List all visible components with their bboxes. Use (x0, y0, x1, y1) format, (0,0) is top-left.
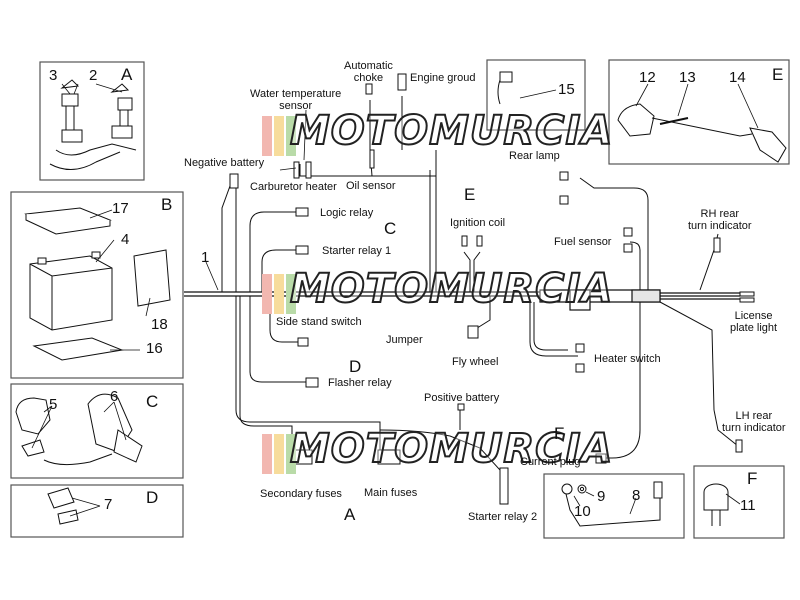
inset-frames (10, 59, 790, 539)
part-number-13: 13 (679, 69, 696, 86)
main-harness (184, 289, 740, 311)
part-number-18: 18 (151, 316, 168, 333)
label-oil-sensor: Oil sensor (346, 180, 396, 192)
part-number-10: 10 (574, 503, 591, 520)
section-letter-f-inset: F (747, 469, 758, 488)
part-number-11: 11 (740, 497, 756, 514)
leader-lines (31, 83, 759, 517)
section-letter-a-main: A (344, 505, 356, 524)
watermark-bars (262, 116, 296, 474)
part-number-5: 5 (49, 396, 58, 413)
part-number-8: 8 (632, 487, 641, 504)
inset-cd-parts (15, 393, 143, 525)
inset-a-parts (49, 79, 137, 170)
watermark-text-middle: MOTOMURCIA (289, 265, 614, 313)
part-number-16: 16 (146, 340, 163, 357)
section-letter-e-main: E (464, 185, 476, 204)
label-rh-rear-turn-indicator: RH rear turn indicator (688, 208, 752, 232)
label-main-fuses: Main fuses (364, 487, 418, 499)
inset-box-e (608, 59, 790, 165)
section-letter-d-main: D (349, 357, 362, 376)
inset-f-parts (497, 71, 729, 527)
inset-e-parts (617, 103, 787, 163)
label-secondary-fuses: Secondary fuses (260, 488, 342, 500)
label-rear-lamp: Rear lamp (509, 150, 560, 162)
branch-wires (221, 96, 739, 481)
inset-box-b (10, 191, 184, 379)
label-fly-wheel: Fly wheel (452, 356, 499, 368)
label-automatic-choke: Automatic choke (344, 60, 393, 84)
label-logic-relay: Logic relay (320, 207, 374, 219)
inset-box-d (10, 484, 184, 538)
label-heater-switch: Heater switch (594, 353, 661, 365)
label-flasher-relay: Flasher relay (328, 377, 392, 389)
part-number-3: 3 (49, 67, 58, 84)
section-letter-a-inset: A (121, 65, 133, 84)
inset-box-rear-lamp (486, 59, 586, 131)
section-letter-c-inset: C (146, 392, 159, 411)
label-side-stand-switch: Side stand switch (276, 316, 362, 328)
label-negative-battery: Negative battery (184, 157, 265, 169)
part-number-4: 4 (121, 231, 130, 248)
part-number-12: 12 (639, 69, 656, 86)
part-number-6: 6 (110, 388, 119, 405)
label-carburetor-heater: Carburetor heater (250, 181, 337, 193)
part-number-1: 1 (201, 249, 210, 266)
watermark-text-top: MOTOMURCIA (289, 107, 614, 155)
inset-box-c (10, 383, 184, 479)
label-positive-battery: Positive battery (424, 392, 500, 404)
label-lh-rear-turn-indicator: LH rear turn indicator (722, 410, 786, 434)
section-letter-c-main: C (384, 219, 397, 238)
label-water-temperature-sensor: Water temperature sensor (250, 88, 342, 112)
inset-box-f-plug (693, 465, 785, 539)
inset-box-a (39, 61, 145, 181)
label-starter-relay-1: Starter relay 1 (322, 245, 392, 257)
label-ignition-coil: Ignition coil (450, 217, 506, 229)
label-engine-groud: Engine groud (410, 72, 476, 84)
inset-b-parts (24, 207, 171, 361)
part-number-15: 15 (558, 81, 575, 98)
section-letter-d-inset: D (146, 488, 159, 507)
label-jumper: Jumper (386, 334, 423, 346)
part-number-9: 9 (597, 488, 606, 505)
section-letter-f-main: F (554, 424, 565, 443)
label-current-plug: Current plug (520, 456, 581, 468)
label-license-plate-light: License plate light (730, 310, 778, 334)
part-number-7: 7 (104, 496, 113, 513)
section-letter-b-inset: B (161, 195, 173, 214)
inset-box-f-fuses (543, 473, 685, 539)
label-starter-relay-2: Starter relay 2 (468, 511, 538, 523)
watermark-text-bottom: MOTOMURCIA (289, 425, 614, 473)
part-number-17: 17 (112, 200, 129, 217)
label-fuel-sensor: Fuel sensor (554, 236, 612, 248)
part-number-2: 2 (89, 67, 98, 84)
connectors (229, 73, 755, 505)
section-letter-e-inset: E (772, 65, 784, 84)
part-number-14: 14 (729, 69, 746, 86)
